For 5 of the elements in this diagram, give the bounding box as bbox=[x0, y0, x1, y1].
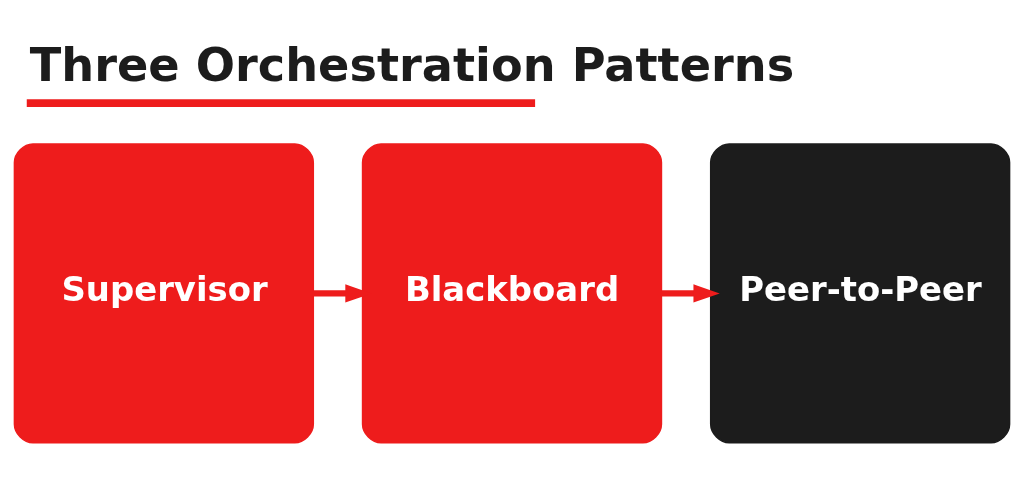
node-box: Supervisor bbox=[13, 142, 315, 444]
node-box: Blackboard bbox=[361, 142, 663, 444]
arrow bbox=[661, 283, 720, 303]
diagram-title: Three Orchestration Patterns bbox=[29, 37, 795, 92]
node-box: Peer-to-Peer bbox=[709, 142, 1011, 444]
